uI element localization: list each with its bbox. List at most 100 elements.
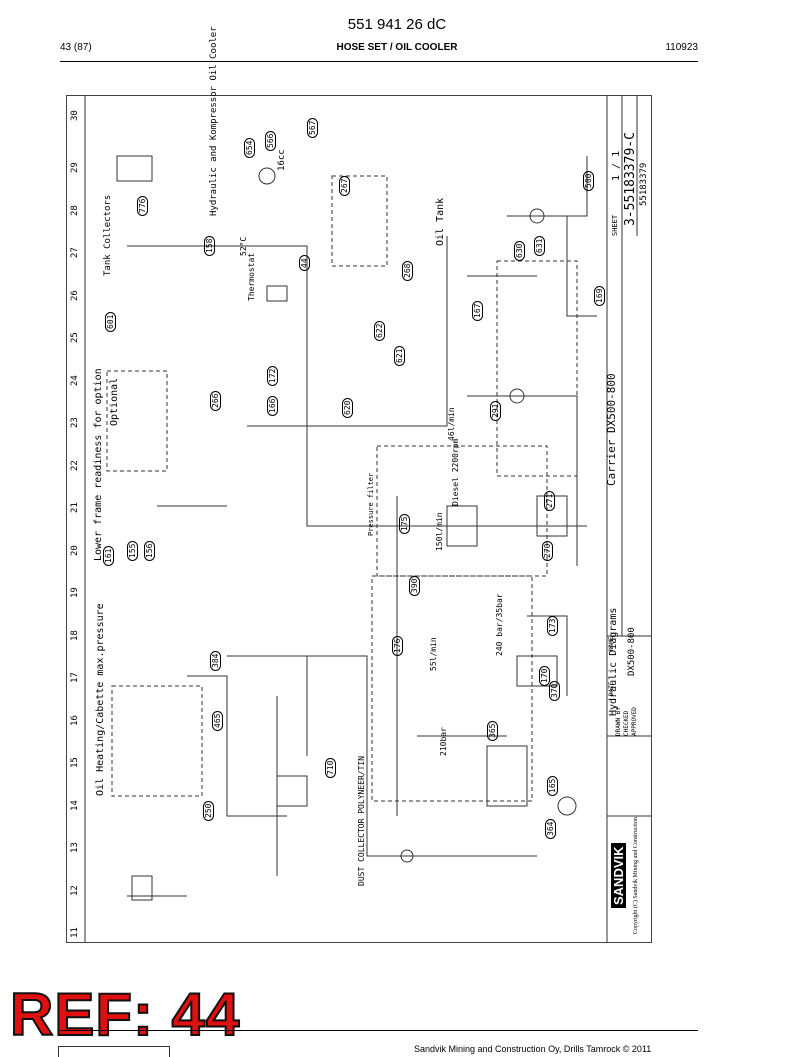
label-pressure-240: 240 bar/35bar: [495, 593, 504, 656]
grid-column-number: 22: [70, 460, 80, 471]
callout-384: 384: [210, 650, 221, 671]
grid-column-number: 25: [70, 332, 80, 343]
label-diesel: Diesel 2200rpm: [451, 438, 460, 506]
callout-390: 390: [409, 575, 420, 596]
label-hyd-cooler: Hydraulic and Kompressor Oil Cooler: [209, 26, 219, 216]
callout-630: 630: [514, 240, 525, 261]
callout-268: 268: [402, 260, 413, 281]
grid-column-number: 24: [70, 375, 80, 386]
callout-266: 266: [210, 390, 221, 411]
grid-column-number: 20: [70, 545, 80, 556]
header-rule: [60, 61, 698, 62]
grid-column-number: 17: [70, 672, 80, 683]
callout-370: 370: [549, 680, 560, 701]
hydraulic-diagram-sheet: 11 12 13 14 15 16 17 18 19 20 21 22 23 2…: [66, 26, 652, 943]
callout-267: 267: [339, 175, 350, 196]
section-title: HOSE SET / OIL COOLER: [336, 42, 458, 53]
callout-567: 567: [307, 117, 318, 138]
callout-601: 601: [105, 311, 116, 332]
callout-621: 621: [394, 345, 405, 366]
grid-column-number: 30: [70, 110, 80, 121]
label-temp: 52°C: [239, 236, 248, 256]
grid-column-number: 11: [70, 927, 80, 938]
callout-176: 176: [392, 635, 403, 656]
callout-622: 622: [374, 320, 385, 341]
grid-column-number: 23: [70, 417, 80, 428]
grid-column-number: 29: [70, 162, 80, 173]
callout-291: 291: [490, 400, 501, 421]
title-field-name: NAME: [608, 636, 615, 651]
callout-465: 465: [212, 710, 223, 731]
callout-155: 155: [127, 540, 138, 561]
title-field-checked: CHECKED: [623, 710, 630, 736]
drawing-reference: 55183379: [639, 162, 649, 206]
label-lower-frame: Lower frame readiness for option: [93, 368, 104, 561]
label-16cc: 16cc: [277, 149, 287, 171]
callout-365: 365: [487, 720, 498, 741]
grid-column-number: 19: [70, 587, 80, 598]
callout-631: 631: [534, 235, 545, 256]
callout-166: 166: [267, 395, 278, 416]
callout-156: 156: [144, 540, 155, 561]
label-carrier: Carrier DX500-800: [605, 373, 618, 486]
callout-364: 364: [545, 818, 556, 839]
callout-170: 170: [539, 665, 550, 686]
label-model: DX500-800: [627, 627, 637, 676]
label-oil-heating: Oil Heating/Cabette max.pressure: [95, 603, 106, 796]
callout-44: 44: [299, 255, 310, 271]
footer-rule: [60, 1030, 698, 1031]
callout-776: 776: [137, 195, 148, 216]
grid-column-number: 21: [70, 502, 80, 513]
reference-stamp: REF: 44: [9, 981, 241, 1048]
label-flow-55: 55l/min: [429, 637, 438, 671]
label-sheet: SHEET: [611, 214, 619, 236]
doc-number: 551 941 26 dC: [347, 16, 447, 33]
callout-250: 250: [203, 800, 214, 821]
footer-copyright: Sandvik Mining and Construction Oy, Dril…: [414, 1044, 652, 1054]
grid-column-number: 14: [70, 800, 80, 811]
label-optional: Optional: [109, 377, 120, 426]
callout-167: 167: [472, 300, 483, 321]
grid-column-number: 15: [70, 757, 80, 768]
title-field-approved: APPROVED: [631, 707, 638, 736]
footer-logo-box: [58, 1046, 170, 1057]
callout-169: 169: [594, 285, 605, 306]
callout-710: 710: [325, 757, 336, 778]
title-field-drawn-by: DRAWN BY: [615, 707, 622, 736]
grid-column-number: 27: [70, 247, 80, 258]
callout-161: 161: [103, 545, 114, 566]
title-field-date: DATE: [608, 681, 615, 696]
callout-165: 165: [547, 775, 558, 796]
drawing-number: 3-55183379-C: [623, 132, 638, 226]
callout-158: 158: [204, 235, 215, 256]
callout-654: 654: [244, 137, 255, 158]
callout-271: 271: [544, 490, 555, 511]
label-sheet-no: 1 / 1: [611, 150, 622, 181]
callout-173: 173: [547, 615, 558, 636]
callout-270: 270: [542, 540, 553, 561]
label-dust-collector: DUST COLLECTOR POLYNEER/TIN: [357, 755, 366, 886]
date-code: 110923: [665, 42, 698, 53]
label-pressure-filter: Pressure filter: [367, 472, 375, 536]
grid-column-number: 28: [70, 205, 80, 216]
callout-566: 566: [265, 130, 276, 151]
grid-column-number: 16: [70, 715, 80, 726]
grid-column-number: 12: [70, 885, 80, 896]
label-pressure-210: 210bar: [439, 727, 448, 756]
copyright-note: Copyright (C) Sandvik Mining and Constru…: [633, 817, 639, 934]
callout-175: 175: [399, 513, 410, 534]
grid-column-number: 18: [70, 630, 80, 641]
diagram-lines: [84, 96, 651, 942]
label-flow-46: 46l/min: [447, 407, 456, 441]
callout-172: 172: [267, 365, 278, 386]
callout-500: 500: [583, 170, 594, 191]
label-thermostat: Thermostat: [247, 252, 256, 301]
grid-column-number: 13: [70, 842, 80, 853]
grid-column-number: 26: [70, 290, 80, 301]
page-indicator: 43 (87): [60, 42, 92, 53]
label-oil-tank: Oil Tank: [435, 197, 446, 246]
label-hydraulic-diagrams: Hydraulic Diagrams: [608, 607, 619, 716]
callout-620: 620: [342, 397, 353, 418]
sandvik-logo: SANDVIK: [611, 843, 626, 908]
label-flow-150: 150l/min: [435, 512, 444, 551]
